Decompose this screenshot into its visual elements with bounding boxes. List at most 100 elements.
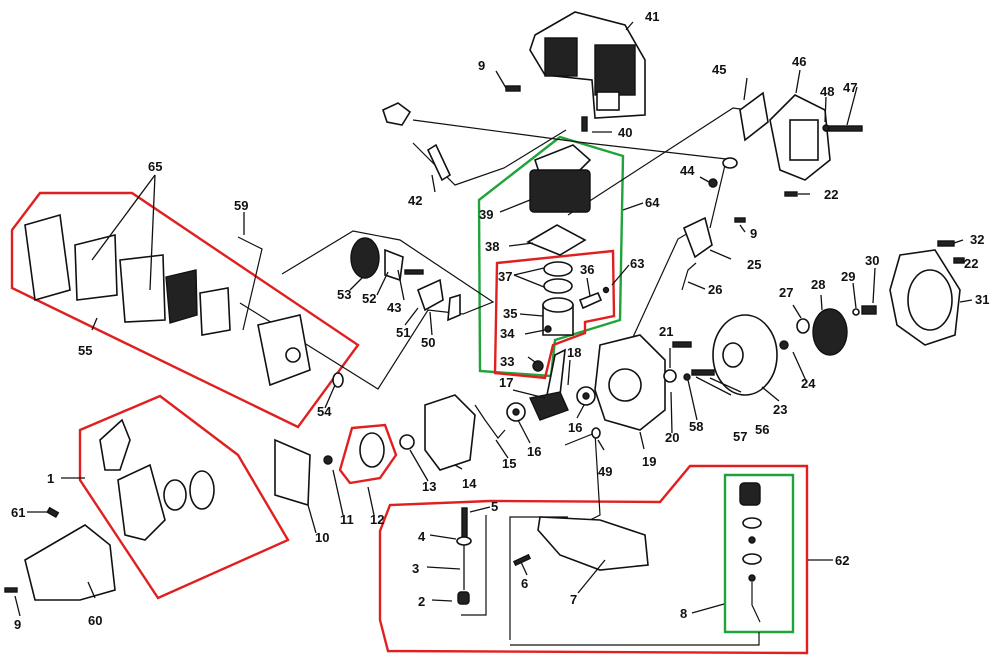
label-35: 35 (503, 306, 517, 321)
label-59: 59 (234, 198, 248, 213)
stop-wire (681, 262, 697, 291)
group-outline-cylinder-kit (477, 135, 625, 378)
label-13: 13 (422, 479, 436, 494)
cylinder (529, 144, 592, 213)
label-63: 63 (630, 256, 644, 271)
label-49: 49 (598, 464, 612, 479)
clutch (812, 308, 848, 356)
starter-cover (24, 524, 116, 601)
nut-11 (323, 455, 333, 465)
label-46: 46 (792, 54, 806, 69)
choke-rod (237, 236, 263, 331)
washer-27 (796, 318, 810, 334)
fuel-filter-2 (457, 591, 470, 605)
bolt-43 (404, 269, 424, 275)
screw-9-coil (734, 217, 746, 223)
group-outline-pulley (338, 423, 398, 485)
label-8: 8 (680, 606, 687, 621)
screw-40 (581, 116, 588, 132)
label-48: 48 (820, 84, 834, 99)
connector-line (461, 515, 487, 616)
label-34: 34 (500, 326, 515, 341)
label-9-top: 9 (478, 58, 485, 73)
label-41: 41 (645, 9, 659, 24)
label-19: 19 (642, 454, 656, 469)
carburetor (350, 237, 380, 279)
label-21: 21 (659, 324, 673, 339)
label-47: 47 (843, 80, 857, 95)
spark-cap (722, 157, 738, 169)
label-17: 17 (499, 375, 513, 390)
label-53: 53 (337, 287, 351, 302)
connector-line (564, 432, 601, 521)
starter-pulley (359, 432, 385, 468)
piston-ring (543, 278, 573, 294)
screw-9-top (505, 85, 521, 92)
grommet-4 (456, 536, 472, 546)
key (683, 373, 691, 381)
label-62: 62 (835, 553, 849, 568)
label-64: 64 (645, 195, 660, 210)
muffler (769, 94, 831, 181)
label-37: 37 (498, 269, 512, 284)
cap-gasket (742, 517, 762, 529)
grommet-44 (708, 178, 718, 188)
label-5: 5 (491, 499, 498, 514)
label-28: 28 (811, 277, 825, 292)
label-31: 31 (975, 292, 989, 307)
ignition-wire (474, 404, 506, 439)
coil-lead (709, 164, 726, 229)
connector-line (239, 230, 495, 390)
breather-tube (751, 582, 761, 623)
label-7: 7 (570, 592, 577, 607)
air-filter-element (119, 254, 166, 323)
label-1: 1 (47, 471, 54, 486)
label-50: 50 (421, 335, 435, 350)
label-27: 27 (779, 285, 793, 300)
part-labels: 1 2 3 4 5 6 7 8 9 9 9 10 11 12 13 14 15 … (11, 9, 989, 632)
washer-48 (822, 124, 830, 132)
label-24: 24 (801, 376, 816, 391)
label-55: 55 (78, 343, 92, 358)
label-42: 42 (408, 193, 422, 208)
crankshaft (528, 348, 569, 421)
oil-seal (399, 434, 415, 450)
label-52: 52 (362, 291, 376, 306)
oil-seal-right (663, 369, 677, 383)
flywheel-bolt (691, 369, 715, 376)
circlip (602, 286, 610, 294)
cylinder-shroud (529, 11, 646, 119)
label-10: 10 (315, 530, 329, 545)
label-43: 43 (387, 300, 401, 315)
label-30: 30 (865, 253, 879, 268)
label-25: 25 (747, 257, 761, 272)
label-29: 29 (841, 269, 855, 284)
label-45: 45 (712, 62, 726, 77)
clutch-bolt (861, 305, 877, 315)
label-32: 32 (970, 232, 984, 247)
connector-line (510, 632, 760, 646)
label-4: 4 (418, 529, 426, 544)
label-51: 51 (396, 325, 410, 340)
insulator-51 (417, 278, 444, 312)
label-56: 56 (755, 422, 769, 437)
cap-seal (742, 553, 762, 565)
label-16-right: 16 (568, 420, 582, 435)
label-9-coil: 9 (750, 226, 757, 241)
clip-61 (46, 506, 60, 519)
needle-bearing (532, 360, 544, 372)
label-57: 57 (733, 429, 747, 444)
piston-ring (543, 261, 573, 277)
label-38: 38 (485, 239, 499, 254)
spark-plug (426, 143, 452, 182)
label-36: 36 (580, 262, 594, 277)
muffler-bolt (825, 125, 863, 132)
flywheel (712, 314, 778, 396)
label-11: 11 (340, 512, 354, 527)
piston-pin (578, 291, 603, 310)
fuel-tank (537, 516, 649, 571)
carb-gasket-52 (384, 248, 404, 282)
air-filter-element (74, 233, 118, 301)
recoil-starter (99, 418, 215, 541)
